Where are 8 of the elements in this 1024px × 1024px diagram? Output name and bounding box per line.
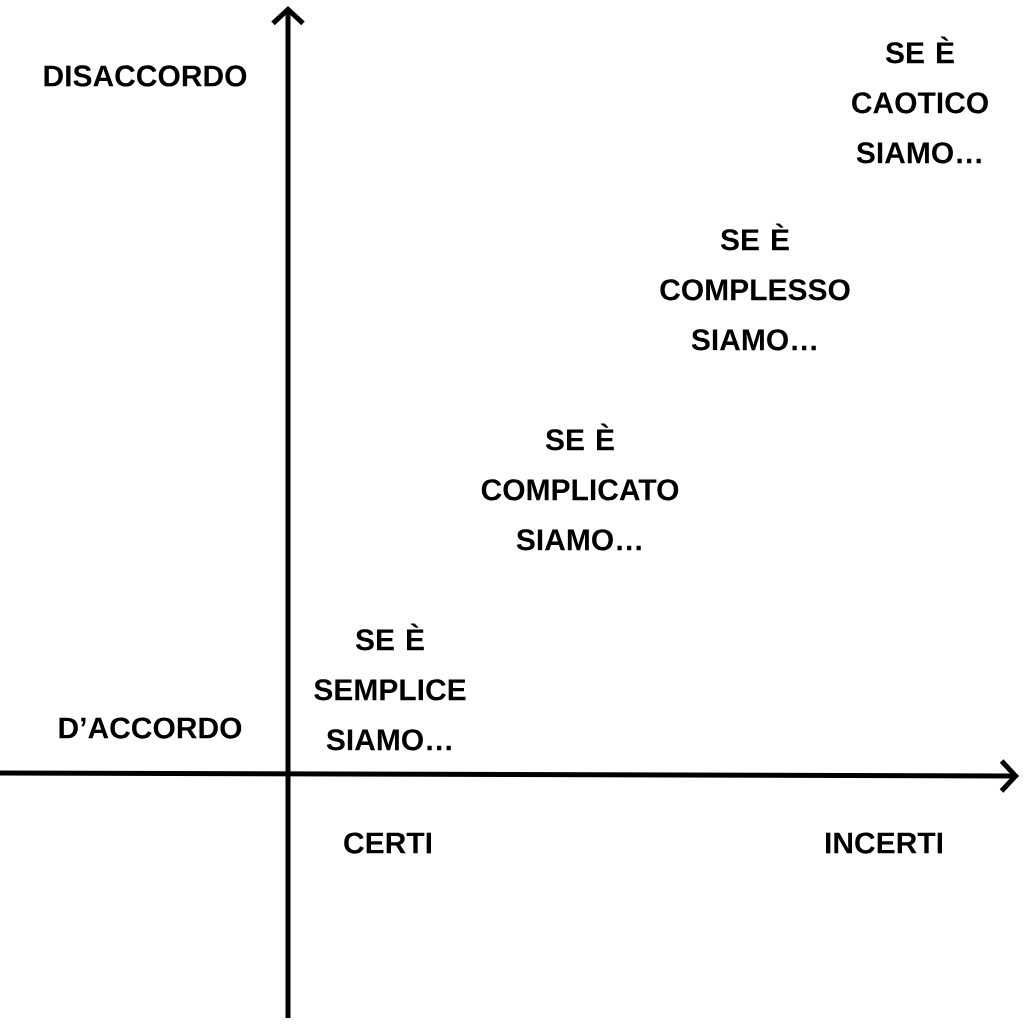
axis-label: D’ACCORDO <box>59 717 242 739</box>
axis-label: CERTI <box>344 832 431 854</box>
statement-text: SE È CAOTICO SIAMO… <box>852 36 988 164</box>
statement-text: SE È COMPLESSO SIAMO… <box>660 223 850 351</box>
axis-label: INCERTI <box>826 832 942 854</box>
axis-label: DISACCORDO <box>44 65 247 87</box>
statement-text: SE È COMPLICATO SIAMO… <box>481 423 679 551</box>
statement-text: SE È SEMPLICE SIAMO… <box>314 623 466 751</box>
